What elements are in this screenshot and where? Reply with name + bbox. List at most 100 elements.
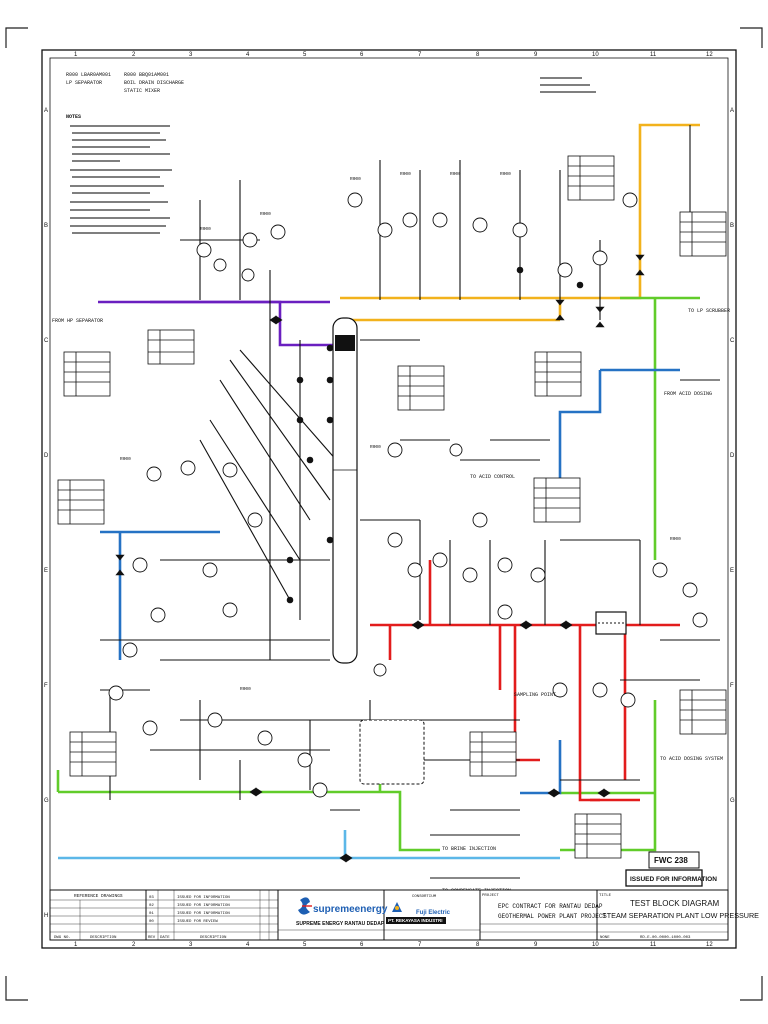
notes-header-right: R000 BBQ01AM001	[124, 72, 169, 78]
title-label: TITLE	[599, 894, 612, 898]
company-logo	[298, 897, 312, 915]
col-label: 4	[246, 52, 250, 58]
row-label: B	[44, 223, 48, 229]
blue-process-line	[100, 368, 680, 795]
col-label: 7	[418, 52, 422, 58]
purple-process-line	[98, 300, 335, 347]
instrument-tag: R000	[400, 171, 411, 177]
rev-desc: ISSUED FOR REVIEW	[177, 920, 218, 924]
company-name: supremeenergy	[313, 904, 388, 915]
row-label: C	[730, 338, 735, 344]
notes-header-right-sub: BOIL DRAIN DISCHARGE	[124, 80, 184, 86]
from-acid-dosing-label: FROM ACID DOSING	[664, 391, 712, 397]
issued-stamp-text: ISSUED FOR INFORMATION	[630, 876, 717, 883]
rev-col-date: DATE	[160, 936, 170, 940]
issued-stamp: ISSUED FOR INFORMATION	[625, 869, 717, 887]
rev-desc: ISSUED FOR INFORMATION	[177, 904, 230, 908]
project-line2: GEOTHERMAL POWER PLANT PROJECT	[498, 913, 606, 920]
contractor-name: PT. REKAYASA INDUSTRI	[388, 918, 443, 923]
notes-top-right-lines	[540, 77, 596, 93]
row-label: E	[44, 568, 48, 574]
instrument-tag: R000	[260, 211, 271, 217]
notes-header-left-sub: LP SEPARATOR	[66, 80, 102, 86]
ref-col-dwgno: DWG NO.	[54, 936, 71, 940]
col-label: 8	[476, 942, 480, 948]
row-label: G	[730, 798, 735, 804]
instrument-tag: R000	[370, 444, 381, 450]
col-label: 9	[534, 942, 538, 948]
partner-logo	[392, 902, 402, 912]
sampling-point-label: SAMPLING POINT	[514, 692, 556, 698]
col-label: 10	[592, 52, 599, 58]
col-label: 12	[706, 942, 713, 948]
crop-marks	[5, 27, 763, 1001]
rev-col-desc: DESCRIPTION	[200, 936, 227, 940]
row-label: A	[44, 108, 48, 114]
project-label: PROJECT	[482, 894, 499, 898]
rev-no: 00	[149, 920, 154, 924]
consortium-label: CONSORTIUM	[412, 895, 437, 899]
col-label: 11	[650, 52, 657, 58]
sheet-border	[41, 49, 737, 949]
row-label: D	[730, 453, 735, 459]
fwc-stamp: FWC 238	[648, 851, 700, 869]
row-label: B	[730, 223, 734, 229]
col-label: 4	[246, 942, 250, 948]
instrument-tag: R000	[240, 686, 251, 692]
rev-desc: ISSUED FOR INFORMATION	[177, 896, 230, 900]
col-label: 3	[189, 52, 193, 58]
row-label: H	[44, 913, 48, 919]
notes-text-lines	[70, 125, 172, 234]
title-line2: STEAM SEPARATION PLANT LOW PRESSURE	[602, 911, 759, 920]
to-acid-control-label: TO ACID CONTROL	[470, 474, 515, 480]
col-label: 9	[534, 52, 538, 58]
drawing-frame	[49, 57, 729, 941]
rev-no: 03	[149, 896, 154, 900]
title-block: REFERENCE DRAWINGS DWG NO. DESCRIPTION 0…	[49, 889, 759, 941]
rev-no: 01	[149, 912, 154, 916]
row-label: F	[730, 683, 734, 689]
col-label: 11	[650, 942, 657, 948]
notes-block: R000 LBAR0AM001 LP SEPARATOR R000 BBQ01A…	[66, 72, 596, 234]
heat-exchanger	[595, 611, 627, 635]
to-lp-scrubber-label: TO LP SCRUBBER	[688, 308, 730, 314]
col-label: 6	[360, 52, 364, 58]
instrument-tag: R000	[200, 226, 211, 232]
notes-title: NOTES	[66, 114, 81, 120]
col-label: 7	[418, 942, 422, 948]
scale-value: NONE	[600, 936, 610, 940]
to-brine-injection-label: TO BRINE INJECTION	[442, 846, 496, 852]
valves	[115, 246, 704, 863]
col-label: 5	[303, 942, 307, 948]
instrument-tag: R000	[500, 171, 511, 177]
instrument-bubbles	[108, 192, 708, 798]
row-label: F	[44, 683, 48, 689]
data-tables	[57, 155, 727, 859]
notes-header-left: R000 LBAR0AM001	[66, 72, 111, 78]
rev-desc: ISSUED FOR INFORMATION	[177, 912, 230, 916]
col-label: 6	[360, 942, 364, 948]
notes-header-right-sub2: STATIC MIXER	[124, 88, 160, 94]
row-label: G	[44, 798, 49, 804]
to-acid-dosing-system-label: TO ACID DOSING SYSTEM	[660, 756, 723, 762]
row-label: C	[44, 338, 49, 344]
col-label: 3	[189, 942, 193, 948]
col-label: 10	[592, 942, 599, 948]
project-line1: EPC CONTRACT FOR RANTAU DEDAP	[498, 903, 603, 910]
doc-number: RD-E-00-0000-1000-003	[640, 936, 691, 940]
col-label: 5	[303, 52, 307, 58]
grid-row-labels: A B C D E F G H A B C D E F G	[44, 108, 735, 919]
company-sub: SUPREME ENERGY RANTAU DEDAP	[296, 921, 385, 927]
instrument-tag: R000	[670, 536, 681, 542]
col-label: 12	[706, 52, 713, 58]
rev-no: 02	[149, 904, 154, 908]
col-label: 2	[132, 942, 136, 948]
partner-name: Fuji Electric	[416, 910, 451, 916]
reference-drawings-title: REFERENCE DRAWINGS	[74, 893, 123, 899]
grid-column-labels-top: 1 2 3 4 5 6 7 8 9 10 11 12	[74, 52, 713, 58]
grid-column-labels-bottom: 1 2 3 4 5 6 7 8 9 10 11 12	[74, 942, 713, 948]
row-label: A	[730, 108, 734, 114]
col-label: 1	[74, 942, 78, 948]
title-line1: TEST BLOCK DIAGRAM	[630, 899, 720, 908]
